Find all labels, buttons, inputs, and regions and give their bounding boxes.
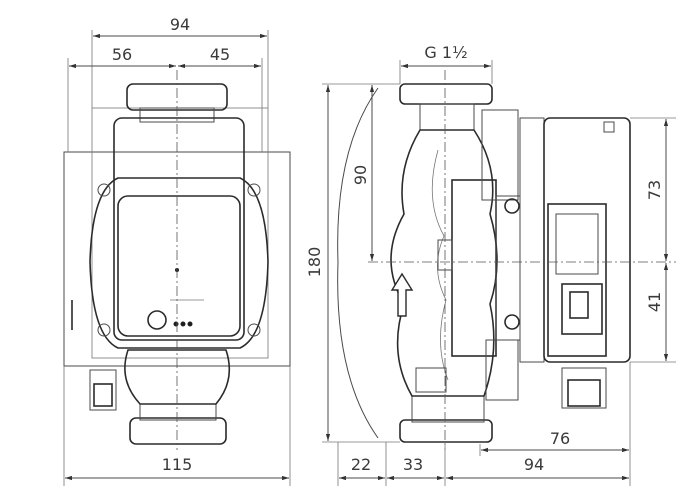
dim-front-right-offset: 45 bbox=[210, 45, 230, 64]
side-flow-arrow-icon bbox=[390, 272, 414, 317]
side-view: G 1½ 180 90 73 41 76 22 33 94 bbox=[305, 43, 676, 486]
dim-side-motor-bottom: 41 bbox=[645, 292, 664, 312]
side-motor-flange bbox=[519, 117, 545, 363]
front-cable-gland bbox=[89, 369, 117, 411]
side-inner-chamber bbox=[431, 149, 449, 381]
side-cable-gland bbox=[561, 367, 607, 409]
dim-front-base-width: 115 bbox=[162, 455, 193, 474]
side-bottom-neck bbox=[411, 395, 485, 423]
front-control-box bbox=[117, 195, 241, 337]
side-motor-vent bbox=[603, 121, 615, 133]
side-upper-bracket bbox=[481, 109, 519, 201]
side-drain-block bbox=[415, 367, 447, 393]
side-control-cover bbox=[555, 213, 599, 275]
front-lower-body bbox=[124, 349, 231, 405]
side-cable-gland-nut bbox=[567, 379, 601, 407]
dim-side-thread: G 1½ bbox=[424, 43, 467, 62]
front-motor-housing bbox=[113, 117, 245, 341]
side-bolt-bottom bbox=[504, 314, 520, 330]
front-pump-body bbox=[89, 177, 269, 349]
side-top-flange bbox=[399, 83, 493, 105]
front-led-2 bbox=[180, 321, 186, 327]
side-connector-block bbox=[561, 283, 603, 335]
side-body-plate bbox=[451, 179, 497, 357]
dim-side-depth-d: 76 bbox=[550, 429, 570, 448]
dim-side-motor-top: 73 bbox=[645, 180, 664, 200]
front-lug-top-right bbox=[247, 183, 261, 197]
side-bottom-flange bbox=[399, 419, 493, 443]
side-top-neck bbox=[419, 103, 475, 131]
dim-front-left-offset: 56 bbox=[112, 45, 132, 64]
dim-side-depth-c: 94 bbox=[524, 455, 544, 474]
side-body-gasket bbox=[495, 195, 521, 341]
dim-front-total-width: 94 bbox=[170, 15, 190, 34]
side-pipe-contour bbox=[337, 87, 379, 439]
side-bolt-top bbox=[504, 198, 520, 214]
front-lug-bottom-left bbox=[97, 323, 111, 337]
dim-side-upper-height: 90 bbox=[351, 165, 370, 185]
side-connector-plug bbox=[569, 291, 589, 319]
front-control-knob bbox=[147, 310, 167, 330]
side-pump-body bbox=[390, 129, 498, 397]
front-cable-gland-nut bbox=[93, 383, 113, 407]
dim-side-depth-a: 22 bbox=[351, 455, 371, 474]
side-control-module bbox=[547, 203, 607, 357]
dim-side-depth-b: 33 bbox=[403, 455, 423, 474]
front-led-3 bbox=[187, 321, 193, 327]
front-bottom-flange bbox=[129, 417, 227, 445]
front-lug-top-left bbox=[97, 183, 111, 197]
front-view: 94 56 45 115 bbox=[63, 15, 291, 486]
front-lug-bottom-right bbox=[247, 323, 261, 337]
dim-side-total-height: 180 bbox=[305, 247, 324, 278]
side-motor-housing bbox=[543, 117, 631, 363]
side-lower-bracket bbox=[485, 339, 519, 401]
